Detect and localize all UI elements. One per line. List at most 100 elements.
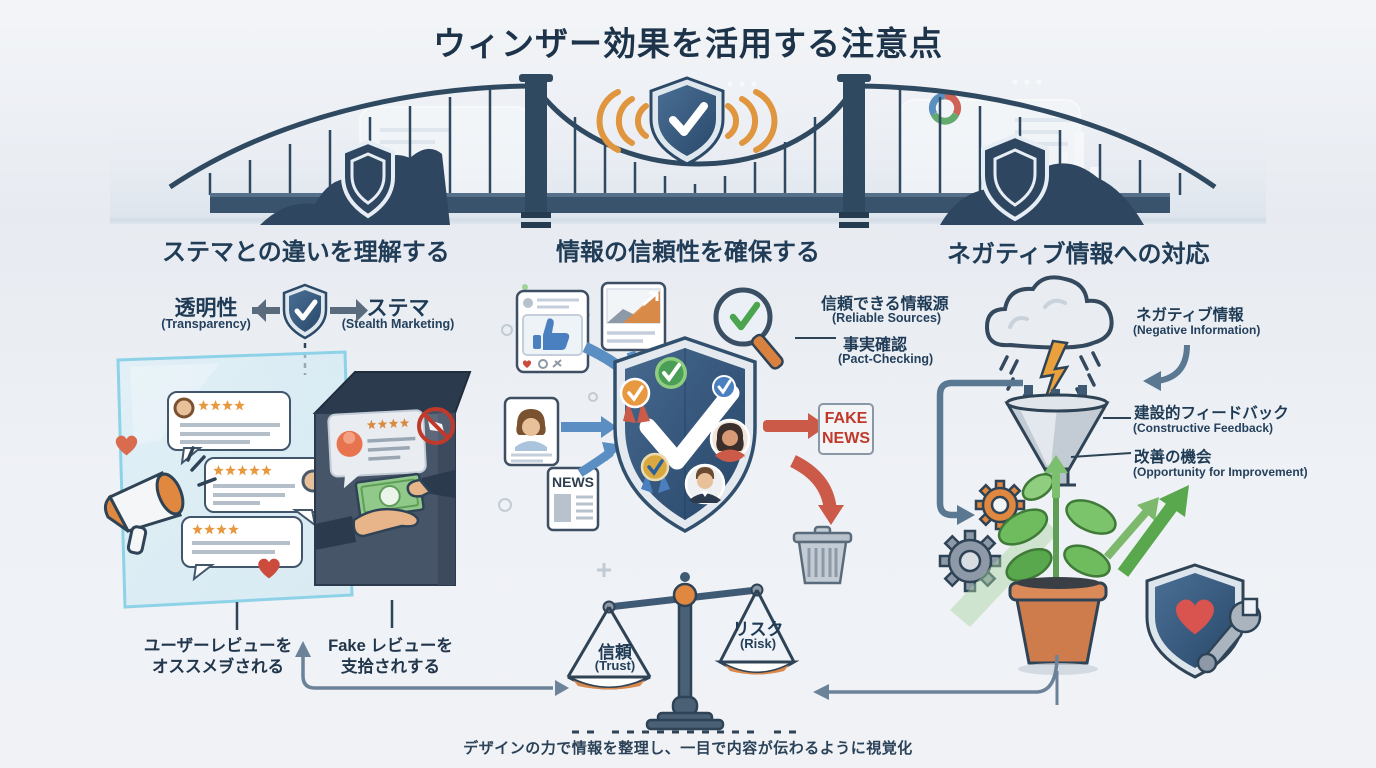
ground-line (110, 218, 1266, 222)
up-arrowhead (295, 641, 311, 657)
growth-arrow-icon (1044, 455, 1068, 498)
negative-label-arrow (1143, 344, 1190, 391)
credibility-graphic: NEWS (498, 281, 853, 585)
trust-label: 信頼 (598, 643, 632, 662)
left-label-connectors (235, 600, 394, 630)
user-review-line2: オススメヺされる (152, 658, 284, 676)
fake-arrow-icon (763, 413, 844, 525)
news-card: NEWS (546, 466, 600, 532)
section-heading-middle: 情報の信頼性を確保する (556, 239, 820, 266)
stealth-box (312, 371, 472, 586)
avatar (173, 397, 195, 419)
scale-finial (680, 572, 690, 582)
right-silhouette (940, 133, 1144, 225)
fact-checking-label: 事実確認 (843, 337, 908, 354)
risk-sublabel: (Risk) (739, 636, 777, 651)
trust-pan (566, 606, 652, 690)
reliable-sources-sublabel: (Reliable Sources) (832, 311, 942, 325)
footer-caption: デザインの力で情報を整理し、一目で内容が伝わるように視覚化 (463, 740, 913, 757)
dot-decorations (498, 284, 611, 577)
fake-news-line1: FAKE (824, 410, 868, 427)
care-shield-icon (1145, 563, 1245, 679)
fake-news-box: FAKE NEWS (818, 403, 874, 455)
gold-rosette-badge-icon (640, 452, 670, 493)
lightning-icon (1039, 339, 1070, 408)
scale-base (645, 711, 725, 731)
pot-body (1015, 598, 1101, 665)
user-review-label: ユーザーレビューを オススメヺされる (133, 636, 303, 678)
megaphone-icon (103, 446, 217, 555)
right-arrowhead (555, 680, 569, 696)
section-heading-left: ステマとの違いを理解する (162, 239, 450, 266)
negative-info-graphic (936, 275, 1262, 705)
avatar (336, 430, 363, 457)
gear-icon (974, 479, 1026, 531)
like-icon (533, 318, 570, 350)
review-bubble (181, 516, 303, 582)
constructive-feedback-label: 建設的フィードバック (1134, 405, 1289, 422)
negative-info-label: ネガティブ情報 (1136, 307, 1244, 324)
trash-icon (792, 525, 853, 585)
gear-icon (938, 529, 1002, 593)
fact-checking-sublabel: (Pact-Checking) (838, 352, 934, 366)
plant-icon (997, 455, 1117, 675)
left-arrowhead (813, 684, 829, 700)
blue-check-badge-icon (712, 375, 736, 399)
fake-review-card (327, 409, 427, 489)
bottom-connectors (295, 641, 1059, 700)
fake-review-line1: Fake レビューを (328, 637, 453, 655)
bridge-deck-edge (210, 193, 1170, 197)
transparency-label: 透明性 (174, 297, 238, 320)
box-top (312, 371, 472, 414)
funnel-icon (1004, 393, 1110, 487)
wrench-icon (1196, 597, 1262, 674)
profile-card (503, 396, 560, 467)
receiving-hand-icon (315, 507, 420, 550)
prohibition-icon (417, 396, 455, 445)
bridge-towers (519, 74, 871, 228)
glass-review-panel (103, 350, 354, 609)
stealth-label: ステマ (366, 297, 430, 320)
fake-review-label: Fake レビューを 支拾されする (308, 636, 473, 678)
left-silhouette (260, 139, 450, 225)
box-shade (438, 413, 455, 585)
review-bubble (167, 391, 291, 466)
page-title: ウィンザー効果を活用する注意点 (433, 25, 943, 62)
green-check-badge-icon (655, 357, 687, 389)
improvement-label: 改善の機会 (1134, 449, 1212, 466)
storm-cloud-icon (984, 275, 1114, 350)
fake-news-line2: NEWS (822, 430, 870, 447)
transparency-vs-stealth-graphic (252, 283, 368, 375)
funnel-label-connectors (1070, 417, 1132, 458)
news-card-label: NEWS (552, 474, 594, 490)
bridge-deck (210, 193, 1170, 213)
user-review-line1: ユーザーレビューを (143, 637, 293, 655)
growth-arrow-icon (1103, 485, 1189, 577)
transparency-sublabel: (Transparency) (161, 317, 251, 331)
risk-label: リスク (732, 620, 784, 639)
scale-pivot (672, 582, 698, 608)
left-arrow-icon (252, 299, 280, 322)
bridge-illustration (110, 74, 1266, 228)
medal-badge-icon (619, 377, 651, 423)
green-band-decoration (950, 515, 1058, 627)
female-avatar (709, 418, 751, 463)
constructive-feedback-sublabel: (Constructive Feedback) (1133, 421, 1274, 435)
male-avatar (684, 463, 726, 505)
reliable-sources-label: 信頼できる情報源 (821, 296, 949, 313)
trust-sublabel: (Trust) (594, 658, 636, 673)
stealth-sublabel: (Stealth Marketing) (341, 317, 455, 331)
fake-review-line2: 支拾されする (341, 658, 440, 676)
signal-waves-icon (596, 89, 778, 153)
social-post-card (515, 289, 590, 374)
right-arrow-icon (330, 299, 368, 322)
small-shield-icon (282, 283, 328, 340)
section-heading-right: ネガティブ情報への対応 (947, 241, 1210, 268)
bridge-cables (168, 83, 1217, 195)
risk-pan (714, 589, 800, 675)
center-shield-icon (649, 76, 725, 166)
balance-scale (566, 572, 804, 734)
negative-info-sublabel: (Negative Information) (1133, 323, 1261, 337)
donut-chart-decoration (928, 92, 962, 125)
